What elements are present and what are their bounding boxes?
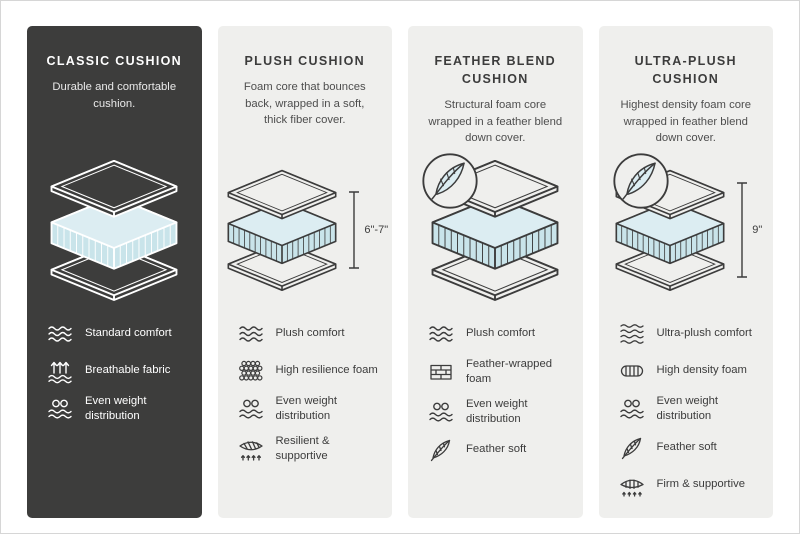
feature-row: Breathable fabric [47, 357, 190, 385]
feature-label: Even weight distribution [656, 395, 719, 423]
feature-label: Resilient & supportive [275, 434, 330, 462]
even-weight-icon [429, 402, 453, 422]
feature-row: Plush comfort [428, 320, 571, 348]
feather-icon [621, 437, 641, 459]
feature-row: Firm & supportive [619, 471, 762, 499]
feature-label: Feather soft [466, 443, 527, 456]
dimension-line-icon [737, 182, 748, 278]
even-weight-icon [619, 399, 644, 419]
card-description: Structural foam core wrapped in a feathe… [428, 99, 563, 144]
feature-row: Feather soft [428, 436, 571, 464]
feature-label: Even weight distribution [466, 397, 528, 425]
feature-row: Even weight distribution [619, 394, 762, 425]
feature-row: Even weight distribution [47, 394, 190, 425]
feature-row: Feather soft [619, 434, 762, 462]
feature-label: Even weight distribution [85, 395, 147, 423]
card-plush-cushion: PLUSH CUSHION Foam core that bounces bac… [217, 26, 393, 518]
card-ultra-plush-cushion: ULTRA-PLUSH CUSHION Highest density foam… [598, 26, 774, 518]
feature-row: Plush comfort [238, 320, 381, 348]
feature-row: Resilient & supportive [238, 434, 381, 465]
feature-list: Plush comfort High resilience foam Even … [218, 316, 393, 518]
waves-icon [48, 326, 72, 342]
feature-row: High density foam [619, 357, 762, 385]
card-header: CLASSIC CUSHION Durable and comfortable … [27, 26, 202, 144]
waves-icon [429, 326, 453, 342]
feather-icon [430, 439, 451, 462]
feature-label: Plush comfort [275, 327, 345, 340]
measurement-label: 6"-7" [364, 224, 389, 236]
feature-row: Feather-wrapped foam [428, 357, 571, 388]
cushion-illustration [27, 144, 202, 316]
card-header: PLUSH CUSHION Foam core that bounces bac… [218, 26, 393, 144]
feature-label: High density foam [656, 364, 747, 377]
springs-icon [238, 440, 263, 461]
height-measurement: 9" [736, 182, 762, 278]
feather-badge-icon [613, 154, 668, 208]
feature-label: Firm & supportive [656, 477, 746, 490]
density-foam-icon [620, 365, 643, 377]
card-title: FEATHER BLEND CUSHION [434, 54, 557, 87]
feature-list: Standard comfort Breathable fabric Even … [27, 316, 202, 518]
waves-icon [238, 326, 263, 342]
layered-cushion-icon [51, 160, 177, 300]
dense-waves-icon [619, 324, 644, 344]
feature-list: Plush comfort Feather-wrapped foam Even … [408, 316, 583, 518]
height-measurement: 6"-7" [348, 191, 388, 269]
feather-badge-icon [423, 154, 477, 208]
cushion-illustration: 9" [599, 144, 774, 316]
card-header: FEATHER BLEND CUSHION Structural foam co… [408, 26, 583, 144]
feature-label: Plush comfort [466, 327, 536, 340]
feature-label: Even weight distribution [275, 395, 338, 423]
feature-label: Breathable fabric [85, 364, 171, 377]
firm-supportive-icon [619, 479, 644, 497]
bricks-icon [430, 365, 452, 380]
card-description: Foam core that bounces back, wrapped in … [243, 81, 366, 126]
feature-row: Standard comfort [47, 320, 190, 348]
feature-label: High resilience foam [275, 364, 378, 377]
dimension-line-icon [349, 191, 360, 269]
card-header: ULTRA-PLUSH CUSHION Highest density foam… [599, 26, 774, 144]
layered-cushion-icon [228, 170, 337, 290]
feature-list: Ultra-plush comfort High density foam Ev… [599, 316, 774, 518]
breathable-icon [48, 361, 72, 384]
card-classic-cushion: CLASSIC CUSHION Durable and comfortable … [27, 26, 202, 518]
feature-row: Even weight distribution [238, 394, 381, 425]
feature-label: Ultra-plush comfort [656, 327, 752, 340]
measurement-label: 9" [752, 224, 763, 236]
card-title: ULTRA-PLUSH CUSHION [634, 54, 737, 87]
feature-label: Standard comfort [85, 327, 172, 340]
feature-row: Ultra-plush comfort [619, 320, 762, 348]
even-weight-icon [238, 399, 263, 419]
card-title: PLUSH CUSHION [244, 54, 365, 68]
cushion-illustration: 6"-7" [218, 144, 393, 316]
card-description: Durable and comfortable cushion. [52, 81, 177, 110]
cushion-illustration [408, 144, 583, 316]
feature-label: Feather-wrapped foam [466, 358, 553, 386]
card-feather-blend-cushion: FEATHER BLEND CUSHION Structural foam co… [408, 26, 583, 518]
feature-row: Even weight distribution [428, 397, 571, 428]
feature-row: High resilience foam [238, 357, 381, 385]
even-weight-icon [48, 399, 72, 419]
feature-label: Feather soft [656, 440, 717, 453]
card-description: Highest density foam core wrapped in fea… [620, 99, 752, 144]
card-title: CLASSIC CUSHION [46, 54, 182, 68]
foam-bubbles-icon [238, 360, 262, 381]
